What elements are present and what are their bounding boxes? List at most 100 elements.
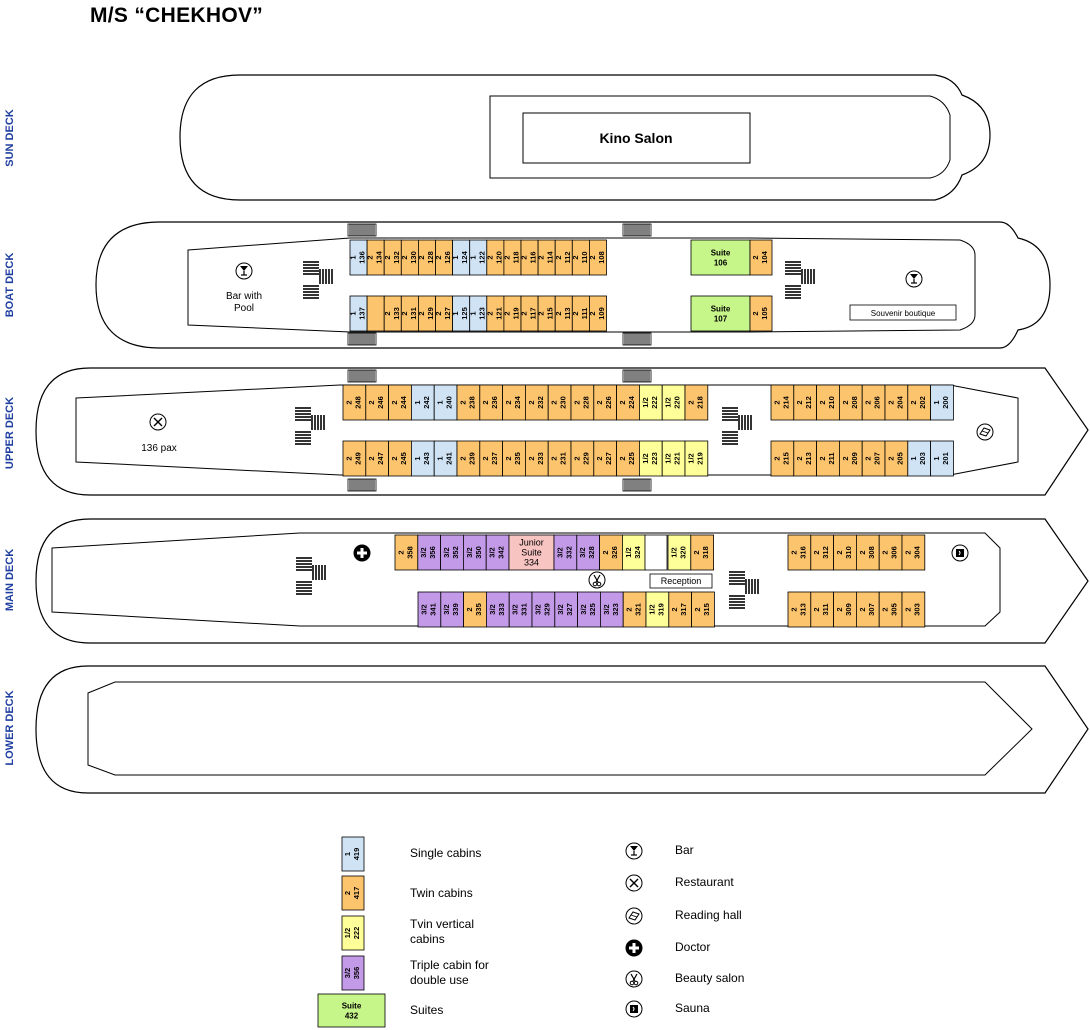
cabin-blank[interactable] [366, 295, 385, 332]
